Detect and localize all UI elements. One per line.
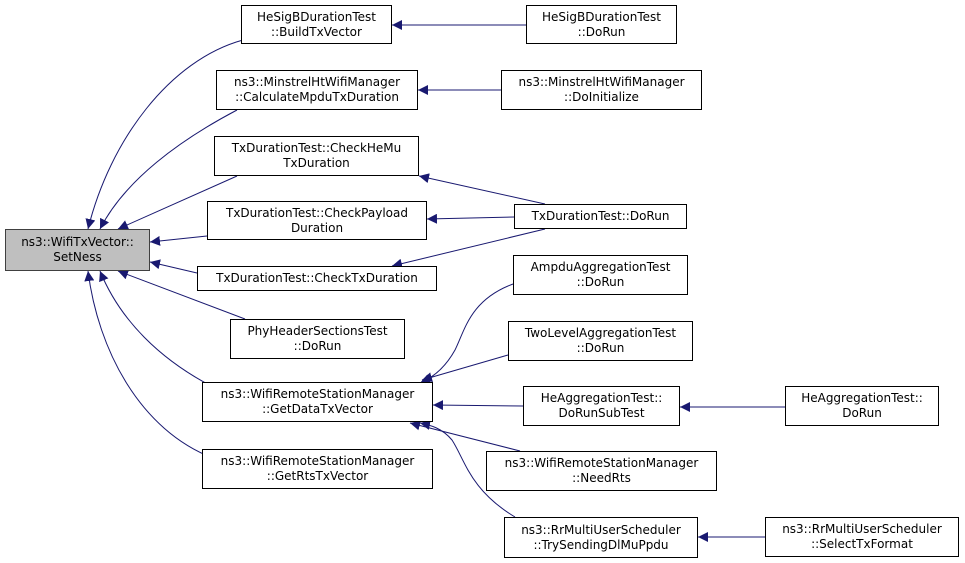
node-label-line2: ::TrySendingDlMuPpdu	[533, 537, 669, 552]
node-label-line1: ns3::RrMultiUserScheduler	[782, 522, 942, 536]
node-label-line1: ns3::WifiTxVector::	[21, 235, 134, 249]
edge-calcmpdu-to-root	[99, 109, 238, 230]
node-label-line1: TxDurationTest::CheckPayload	[226, 205, 408, 220]
node-txdurationtest-checktxduration[interactable]: TxDurationTest::CheckTxDuration	[197, 266, 437, 291]
node-wifiremotestationmanager-getrtstxvector[interactable]: ns3::WifiRemoteStationManager ::GetRtsTx…	[202, 449, 433, 489]
edge-getrtstx-to-root	[84, 270, 214, 459]
edge-getdatatx-to-root	[99, 270, 216, 389]
node-label-line2: SetNess	[53, 250, 102, 264]
node-label-line1: HeSigBDurationTest	[257, 9, 376, 24]
node-label-line2: ::DoRun	[577, 24, 626, 39]
node-label-line1: TxDurationTest::DoRun	[531, 209, 670, 223]
node-rrmultiuserscheduler-selecttxformat[interactable]: ns3::RrMultiUserScheduler ::SelectTxForm…	[765, 517, 959, 557]
node-heaggregationtest-dorunsubtest[interactable]: HeAggregationTest:: DoRunSubTest	[523, 386, 680, 426]
node-label-line2: TxDuration	[283, 156, 350, 170]
node-label-line2: ::CalculateMpduTxDuration	[235, 90, 399, 104]
node-label-line2: DoRunSubTest	[558, 406, 645, 420]
edge-checkhemu-to-root	[117, 175, 238, 230]
node-minstrelhtwifimanager-calculatempdutxduration[interactable]: ns3::MinstrelHtWifiManager ::CalculateMp…	[216, 70, 418, 110]
node-wifiremotestationmanager-needrts[interactable]: ns3::WifiRemoteStationManager ::NeedRts	[486, 451, 717, 491]
node-label-line1: ns3::MinstrelHtWifiManager	[233, 75, 401, 89]
node-txdurationtest-dorun[interactable]: TxDurationTest::DoRun	[514, 204, 687, 229]
node-wifitxvector-setness: ns3::WifiTxVector:: SetNess	[5, 229, 150, 271]
node-label-line1: ns3::WifiRemoteStationManager	[220, 387, 415, 401]
node-minstrelhtwifimanager-doinitialize[interactable]: ns3::MinstrelHtWifiManager ::DoInitializ…	[501, 70, 702, 110]
node-label-line1: PhyHeaderSectionsTest	[247, 324, 388, 338]
node-label-line2: Duration	[290, 220, 344, 235]
node-heaggregationtest-dorun[interactable]: HeAggregationTest:: DoRun	[785, 386, 939, 426]
node-ampduaggregationtest-dorun[interactable]: AmpduAggregationTest ::DoRun	[513, 255, 688, 295]
node-label-line2: ::DoRun	[576, 341, 625, 355]
node-label-line2: DoRun	[842, 406, 882, 420]
edge-buildtxvector-to-root	[85, 39, 244, 230]
node-label-line1: ns3::WifiRemoteStationManager	[504, 456, 699, 470]
edge-twolevel-to-getdatatx	[421, 354, 509, 383]
node-label-line1: TxDurationTest::CheckHeMu	[231, 141, 402, 155]
node-label-line1: HeAggregationTest::	[801, 391, 923, 405]
node-label-line1: AmpduAggregationTest	[530, 260, 671, 274]
edge-txdur-dorun-to-checkpayload	[426, 213, 515, 224]
edge-trysending-to-getdatatx	[419, 420, 516, 518]
node-txdurationtest-checkpayloadduration[interactable]: TxDurationTest::CheckPayload Duration	[207, 201, 427, 240]
node-label-line2: ::DoRun	[293, 339, 342, 353]
node-txdurationtest-checkhemutxduration[interactable]: TxDurationTest::CheckHeMu TxDuration	[214, 136, 419, 176]
node-wifiremotestationmanager-getdatatxvector[interactable]: ns3::WifiRemoteStationManager ::GetDataT…	[202, 382, 433, 422]
node-label-line1: HeAggregationTest::	[540, 391, 663, 405]
edge-subtest-to-getdatatx	[432, 400, 524, 411]
edge-ampdu-to-getdatatx	[419, 283, 514, 384]
edge-checkpayload-to-root	[149, 235, 208, 246]
node-label-line2: ::DoRun	[576, 275, 625, 289]
edge-checktxdur-to-root	[149, 259, 198, 274]
node-phyheadersectionstest-dorun[interactable]: PhyHeaderSectionsTest ::DoRun	[230, 319, 405, 359]
node-rrmultiuserscheduler-trysendingdlmuppdu[interactable]: ns3::RrMultiUserScheduler ::TrySendingDl…	[504, 517, 698, 558]
node-label-line2: ::NeedRts	[572, 471, 631, 485]
node-hesigbdurationtest-buildtxvector[interactable]: HeSigBDurationTest ::BuildTxVector	[241, 5, 392, 44]
edge-phyheader-to-root	[117, 269, 246, 320]
node-label-line1: TwoLevelAggregationTest	[524, 326, 677, 340]
edge-needrts-to-getdatatx	[409, 420, 521, 452]
edge-txdur-dorun-to-checkhemu	[418, 173, 546, 205]
node-hesigbdurationtest-dorun[interactable]: HeSigBDurationTest ::DoRun	[526, 5, 677, 44]
node-label-line2: ::BuildTxVector	[271, 24, 362, 39]
node-label-line2: ::SelectTxFormat	[811, 537, 913, 551]
node-label-line1: ns3::WifiRemoteStationManager	[220, 454, 415, 468]
node-label-line1: HeSigBDurationTest	[542, 9, 661, 24]
node-label-line1: ns3::MinstrelHtWifiManager	[518, 75, 685, 89]
node-label-line1: TxDurationTest::CheckTxDuration	[216, 271, 418, 285]
edge-txdur-dorun-to-checktxdur	[391, 228, 546, 269]
node-label-line2: ::DoInitialize	[564, 90, 639, 104]
node-twolevelaggregationtest-dorun[interactable]: TwoLevelAggregationTest ::DoRun	[508, 321, 693, 361]
node-label-line1: ns3::RrMultiUserScheduler	[521, 522, 681, 537]
node-label-line2: ::GetDataTxVector	[262, 402, 373, 416]
node-label-line2: ::GetRtsTxVector	[266, 469, 369, 483]
